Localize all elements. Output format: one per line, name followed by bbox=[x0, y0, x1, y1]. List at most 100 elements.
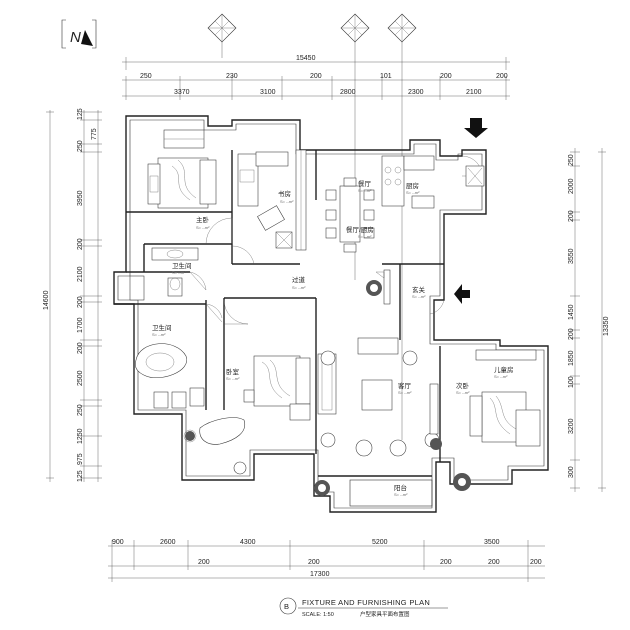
room-label: 卫生间 bbox=[152, 323, 172, 332]
dim-left: 775 bbox=[91, 128, 98, 140]
drawing-marker: B bbox=[284, 602, 289, 611]
kid-room: 儿童房 S= --m² 次卧 S= --m² bbox=[456, 349, 541, 447]
room-label: 卧室 bbox=[226, 367, 240, 376]
bottom-dimensions: 900 2600 4300 5200 3500 200 200 200 200 … bbox=[108, 539, 545, 582]
title-block: B FIXTURE AND FURNISHING PLAN SCALE: 1:5… bbox=[279, 597, 448, 618]
dim-left: 200 bbox=[77, 238, 84, 250]
corridor: 过道 S= --m² bbox=[292, 275, 306, 290]
dim-left: 125 bbox=[77, 108, 84, 120]
room-label: 阳台 bbox=[394, 483, 407, 492]
bathroom-1: 卫生间 S= --m² bbox=[129, 247, 199, 301]
dim-right-total: 13350 bbox=[603, 316, 610, 336]
dim-left: 125 bbox=[77, 470, 84, 482]
kitchen: 厨房 S= --m² bbox=[381, 155, 485, 209]
study: 书房 S= --m² bbox=[237, 149, 307, 251]
dim-top-row1: 200 bbox=[310, 73, 322, 80]
room-area: S= --m² bbox=[358, 234, 372, 239]
master-bedroom: 主卧 S= --m² bbox=[147, 129, 217, 230]
entrance: 玄关 S= --m² bbox=[375, 269, 426, 305]
dim-left: 200 bbox=[77, 342, 84, 354]
dim-bottom-row2: 200 bbox=[198, 559, 210, 566]
dim-top-row2: 2100 bbox=[466, 89, 482, 96]
room-label: 客厅 bbox=[398, 381, 412, 390]
dim-right: 3550 bbox=[568, 248, 575, 264]
entry-arrow-icon bbox=[464, 118, 488, 138]
dim-left: 2500 bbox=[77, 370, 84, 386]
dim-left: 250 bbox=[77, 140, 84, 152]
plant-icon bbox=[366, 280, 382, 296]
left-dimensions: 14600 125 775 250 3950 200 2100 200 1700… bbox=[43, 108, 102, 482]
dim-bottom-row1: 2600 bbox=[160, 539, 176, 546]
room-area: S= --m² bbox=[172, 270, 186, 275]
drawing-title-cn: 户型家具平面布置图 bbox=[360, 610, 410, 618]
dim-left: 200 bbox=[77, 296, 84, 308]
room-area: S= --m² bbox=[152, 332, 166, 337]
room-area: S= --m² bbox=[412, 294, 426, 299]
plant-icon bbox=[314, 480, 330, 496]
dim-left: 250 bbox=[77, 404, 84, 416]
column-marker-icon bbox=[207, 13, 237, 58]
interior-walls bbox=[114, 150, 444, 477]
north-label: N bbox=[70, 29, 81, 46]
room-area: S= --m² bbox=[292, 285, 306, 290]
dim-left: 1250 bbox=[77, 428, 84, 444]
dim-left: 975 bbox=[77, 453, 84, 465]
room-label: 主卧 bbox=[196, 215, 210, 224]
dim-right: 200 bbox=[568, 210, 575, 222]
room-label: 卫生间 bbox=[172, 261, 192, 270]
dim-right: 200 bbox=[568, 328, 575, 340]
balcony: 阳台 S= --m² bbox=[349, 479, 433, 507]
dim-left: 2100 bbox=[77, 266, 84, 282]
dim-left-total: 14600 bbox=[43, 290, 50, 310]
dim-bottom-row1: 900 bbox=[112, 539, 124, 546]
dim-bottom-row2: 200 bbox=[530, 559, 542, 566]
dim-top-row2: 2800 bbox=[340, 89, 356, 96]
dim-bottom-row1: 3500 bbox=[484, 539, 500, 546]
room-area: S= --m² bbox=[406, 190, 420, 195]
living-room: 客厅 S= --m² bbox=[317, 337, 440, 457]
dim-top-row1: 101 bbox=[380, 73, 392, 80]
dim-right: 250 bbox=[568, 154, 575, 166]
room-area: S= --m² bbox=[494, 374, 508, 379]
dim-bottom-row2: 200 bbox=[308, 559, 320, 566]
room-area: S= --m² bbox=[196, 225, 210, 230]
room-label: 厨房 bbox=[406, 181, 419, 190]
north-arrow-icon: N bbox=[61, 19, 97, 49]
room-area: S= --m² bbox=[456, 390, 470, 395]
walls bbox=[113, 115, 549, 513]
room-label: 儿童房 bbox=[494, 365, 514, 374]
dim-top-row2: 2300 bbox=[408, 89, 424, 96]
bathroom-2: 卫生间 S= --m² bbox=[135, 323, 205, 409]
doors bbox=[189, 155, 483, 325]
entry-arrow-icon bbox=[454, 284, 470, 304]
bedroom: 卧室 S= --m² bbox=[183, 355, 311, 475]
room-label: 餐厅/厨房 bbox=[346, 225, 374, 234]
dim-right: 1850 bbox=[568, 350, 575, 366]
column-marker-icon bbox=[387, 13, 417, 440]
dim-bottom-row1: 4300 bbox=[240, 539, 256, 546]
dim-right: 3200 bbox=[568, 418, 575, 434]
room-area: S= --m² bbox=[280, 199, 294, 204]
dim-bottom-row1: 5200 bbox=[372, 539, 388, 546]
dining: 餐厅 S= --m² bbox=[325, 177, 375, 253]
plant-icon bbox=[453, 473, 471, 491]
room-label: 餐厅 bbox=[358, 179, 372, 188]
drawing-title: FIXTURE AND FURNISHING PLAN bbox=[302, 598, 430, 607]
dim-top-row1: 230 bbox=[226, 73, 238, 80]
dim-left: 3950 bbox=[77, 190, 84, 206]
room-label: 玄关 bbox=[412, 285, 426, 294]
dim-right: 100 bbox=[568, 376, 575, 388]
room-area: S= --m² bbox=[398, 390, 412, 395]
dim-bottom-row2: 200 bbox=[488, 559, 500, 566]
room-label: 书房 bbox=[278, 189, 291, 198]
dim-top-row2: 3100 bbox=[260, 89, 276, 96]
dim-top-total: 15450 bbox=[296, 55, 316, 62]
right-dimensions: 13350 250 2000 200 3550 1450 200 1850 10… bbox=[568, 148, 610, 492]
room-area: S= --m² bbox=[226, 376, 240, 381]
dim-bottom-row2: 200 bbox=[440, 559, 452, 566]
dim-top-row2: 3370 bbox=[174, 89, 190, 96]
dim-bottom-total: 17300 bbox=[310, 571, 330, 578]
dim-top-row1: 200 bbox=[440, 73, 452, 80]
top-dimensions: 15450 250 230 200 101 200 200 3370 3100 … bbox=[122, 55, 510, 100]
